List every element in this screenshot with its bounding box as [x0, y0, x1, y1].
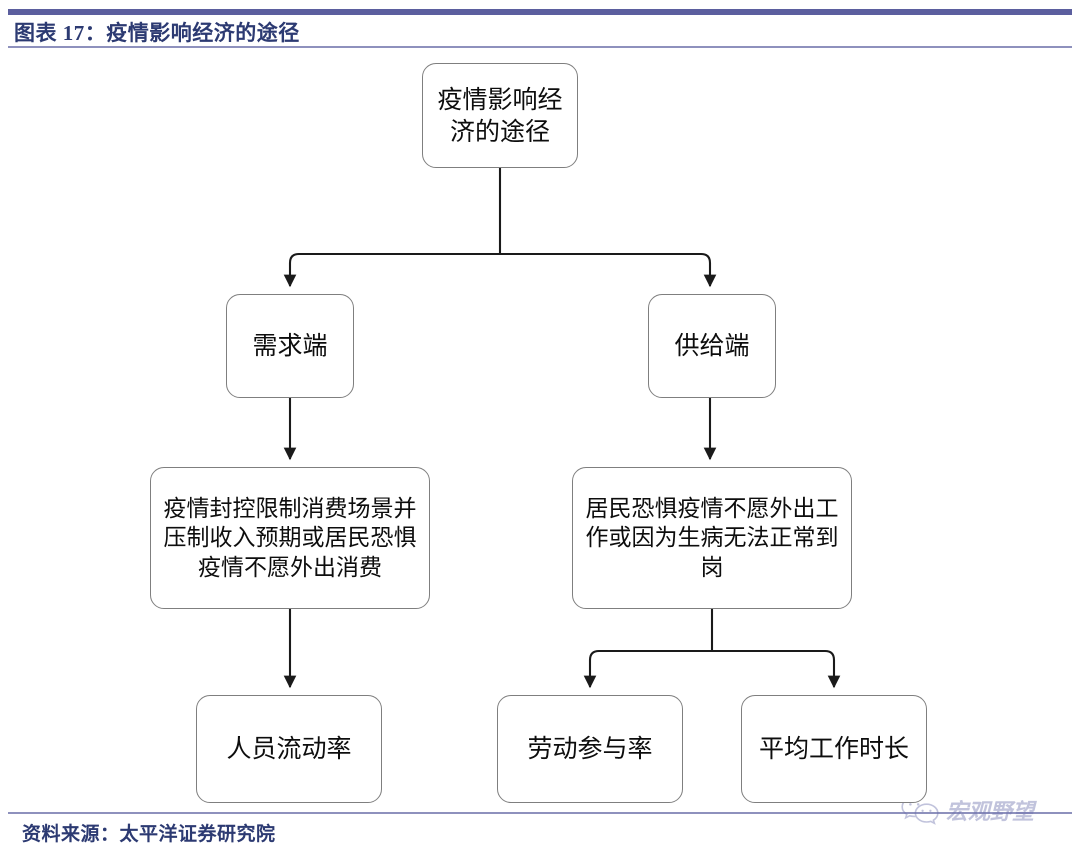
node-supply-side[interactable]: 供给端: [648, 294, 776, 398]
footer-rule: [8, 812, 1072, 814]
flowchart-edges: [283, 168, 841, 689]
page-title: 图表 17：疫情影响经济的途径: [14, 21, 300, 45]
node-demand-side[interactable]: 需求端: [226, 294, 354, 398]
node-population-mobility-rate[interactable]: 人员流动率: [196, 695, 382, 803]
flowchart-canvas: 疫情影响经济的途径 需求端 供给端 疫情封控限制消费场景并压制收入预期或居民恐惧…: [0, 50, 1080, 812]
header-rule-bottom: [8, 46, 1072, 48]
header-rule-top: [8, 9, 1072, 15]
edge-root-to-demand: [283, 252, 500, 288]
source-note: 资料来源：太平洋证券研究院: [22, 823, 276, 845]
node-root[interactable]: 疫情影响经济的途径: [422, 63, 578, 168]
edge-root-to-supply: [500, 252, 717, 288]
edge-supply-detail-to-lfpr: [583, 649, 712, 689]
node-supply-detail[interactable]: 居民恐惧疫情不愿外出工作或因为生病无法正常到岗: [572, 467, 852, 609]
node-average-working-hours[interactable]: 平均工作时长: [741, 695, 927, 803]
node-demand-detail[interactable]: 疫情封控限制消费场景并压制收入预期或居民恐惧疫情不愿外出消费: [150, 467, 430, 609]
node-labor-participation-rate[interactable]: 劳动参与率: [497, 695, 683, 803]
edge-supply-detail-to-hours: [712, 649, 841, 689]
